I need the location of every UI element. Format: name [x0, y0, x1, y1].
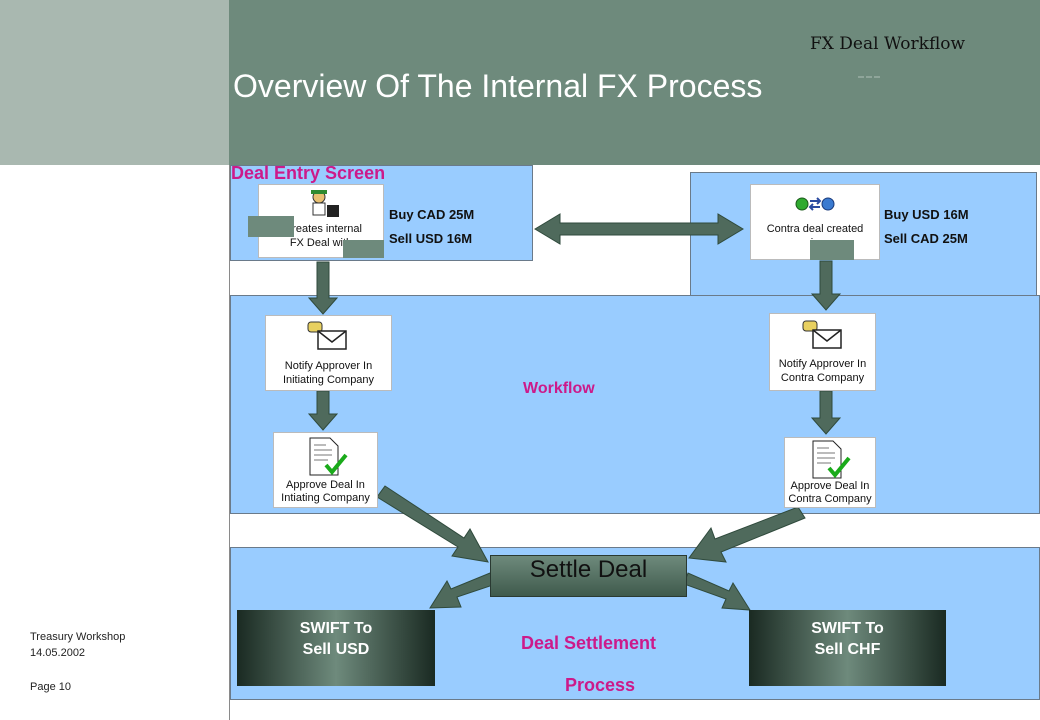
swift-left-line1: SWIFT To: [299, 620, 373, 637]
initiating-sell-amount: Sell USD 16M: [389, 231, 473, 246]
email-icon: [307, 321, 347, 350]
approve-deal-initiating: Approve Deal In Intiating Company: [273, 432, 378, 508]
approve-document-icon: [812, 440, 851, 479]
notify-approver-contra: Notify Approver In Contra Company: [769, 313, 876, 391]
footer-date: 14.05.2002: [30, 647, 86, 659]
arrow-settle-to-swift-left: [429, 572, 497, 609]
redaction-block: [343, 240, 384, 258]
approve-initiating-line1: Approve Deal In: [286, 479, 365, 491]
notify-contra-line1: Notify Approver In: [778, 358, 867, 370]
email-icon: [802, 320, 842, 349]
settlement-label-line2: Process: [565, 675, 636, 695]
notify-initiating-line2: Initiating Company: [282, 374, 375, 386]
approve-initiating-line2: Intiating Company: [281, 492, 370, 504]
contra-screen-line1: Contra deal created: [766, 223, 864, 235]
workflow-label: Workflow: [523, 380, 595, 397]
redaction-block: [248, 216, 294, 237]
initiating-screen-line2: FX Deal with: [289, 237, 353, 249]
title-dash-decoration: [858, 76, 880, 78]
swift-sell-usd-box: SWIFT To Sell USD: [237, 610, 435, 686]
notify-contra-line2: Contra Company: [780, 372, 865, 384]
settle-deal-box: Settle Deal: [490, 555, 687, 597]
header-left-block: [0, 0, 229, 165]
user-entry-icon: [311, 190, 339, 217]
arrow-right-entry-to-notify: [810, 260, 842, 311]
arrow-left-entry-to-notify: [307, 261, 339, 315]
footer-event: Treasury Workshop: [30, 631, 126, 643]
approve-contra-line1: Approve Deal In: [790, 480, 870, 492]
arrow-approve-right-to-settle: [688, 506, 806, 563]
notify-initiating-line1: Notify Approver In: [284, 360, 373, 372]
arrow-settle-to-swift-right: [683, 572, 751, 611]
page-title: Overview Of The Internal FX Process: [233, 68, 763, 104]
swift-sell-chf-box: SWIFT To Sell CHF: [749, 610, 946, 686]
sync-globe-icon: [795, 197, 835, 211]
header-banner: [229, 0, 1040, 165]
swift-right-line2: Sell CHF: [814, 641, 881, 658]
initiating-buy-amount: Buy CAD 25M: [389, 207, 475, 222]
swift-left-line2: Sell USD: [302, 641, 370, 658]
settlement-label-line1: Deal Settlement: [521, 633, 657, 653]
header-subtitle: FX Deal Workflow: [810, 34, 966, 54]
footer-page-number: Page 10: [30, 681, 71, 693]
approve-document-icon: [309, 437, 348, 476]
divider-line: [229, 165, 230, 720]
contra-buy-amount: Buy USD 16M: [884, 207, 969, 222]
arrow-approve-left-to-settle: [376, 485, 489, 563]
double-arrow: [534, 213, 744, 245]
initiating-screen-line1: r creates internal: [280, 223, 362, 235]
notify-approver-initiating: Notify Approver In Initiating Company: [265, 315, 392, 391]
deal-entry-label: Deal Entry Screen: [231, 163, 386, 183]
swift-right-line1: SWIFT To: [811, 620, 884, 637]
arrow-left-notify-to-approve: [307, 390, 339, 431]
redaction-block: [810, 240, 854, 260]
contra-sell-amount: Sell CAD 25M: [884, 231, 968, 246]
arrow-right-notify-to-approve: [810, 390, 842, 435]
approve-deal-contra: Approve Deal In Contra Company: [784, 437, 876, 508]
approve-contra-line2: Contra Company: [788, 493, 872, 505]
